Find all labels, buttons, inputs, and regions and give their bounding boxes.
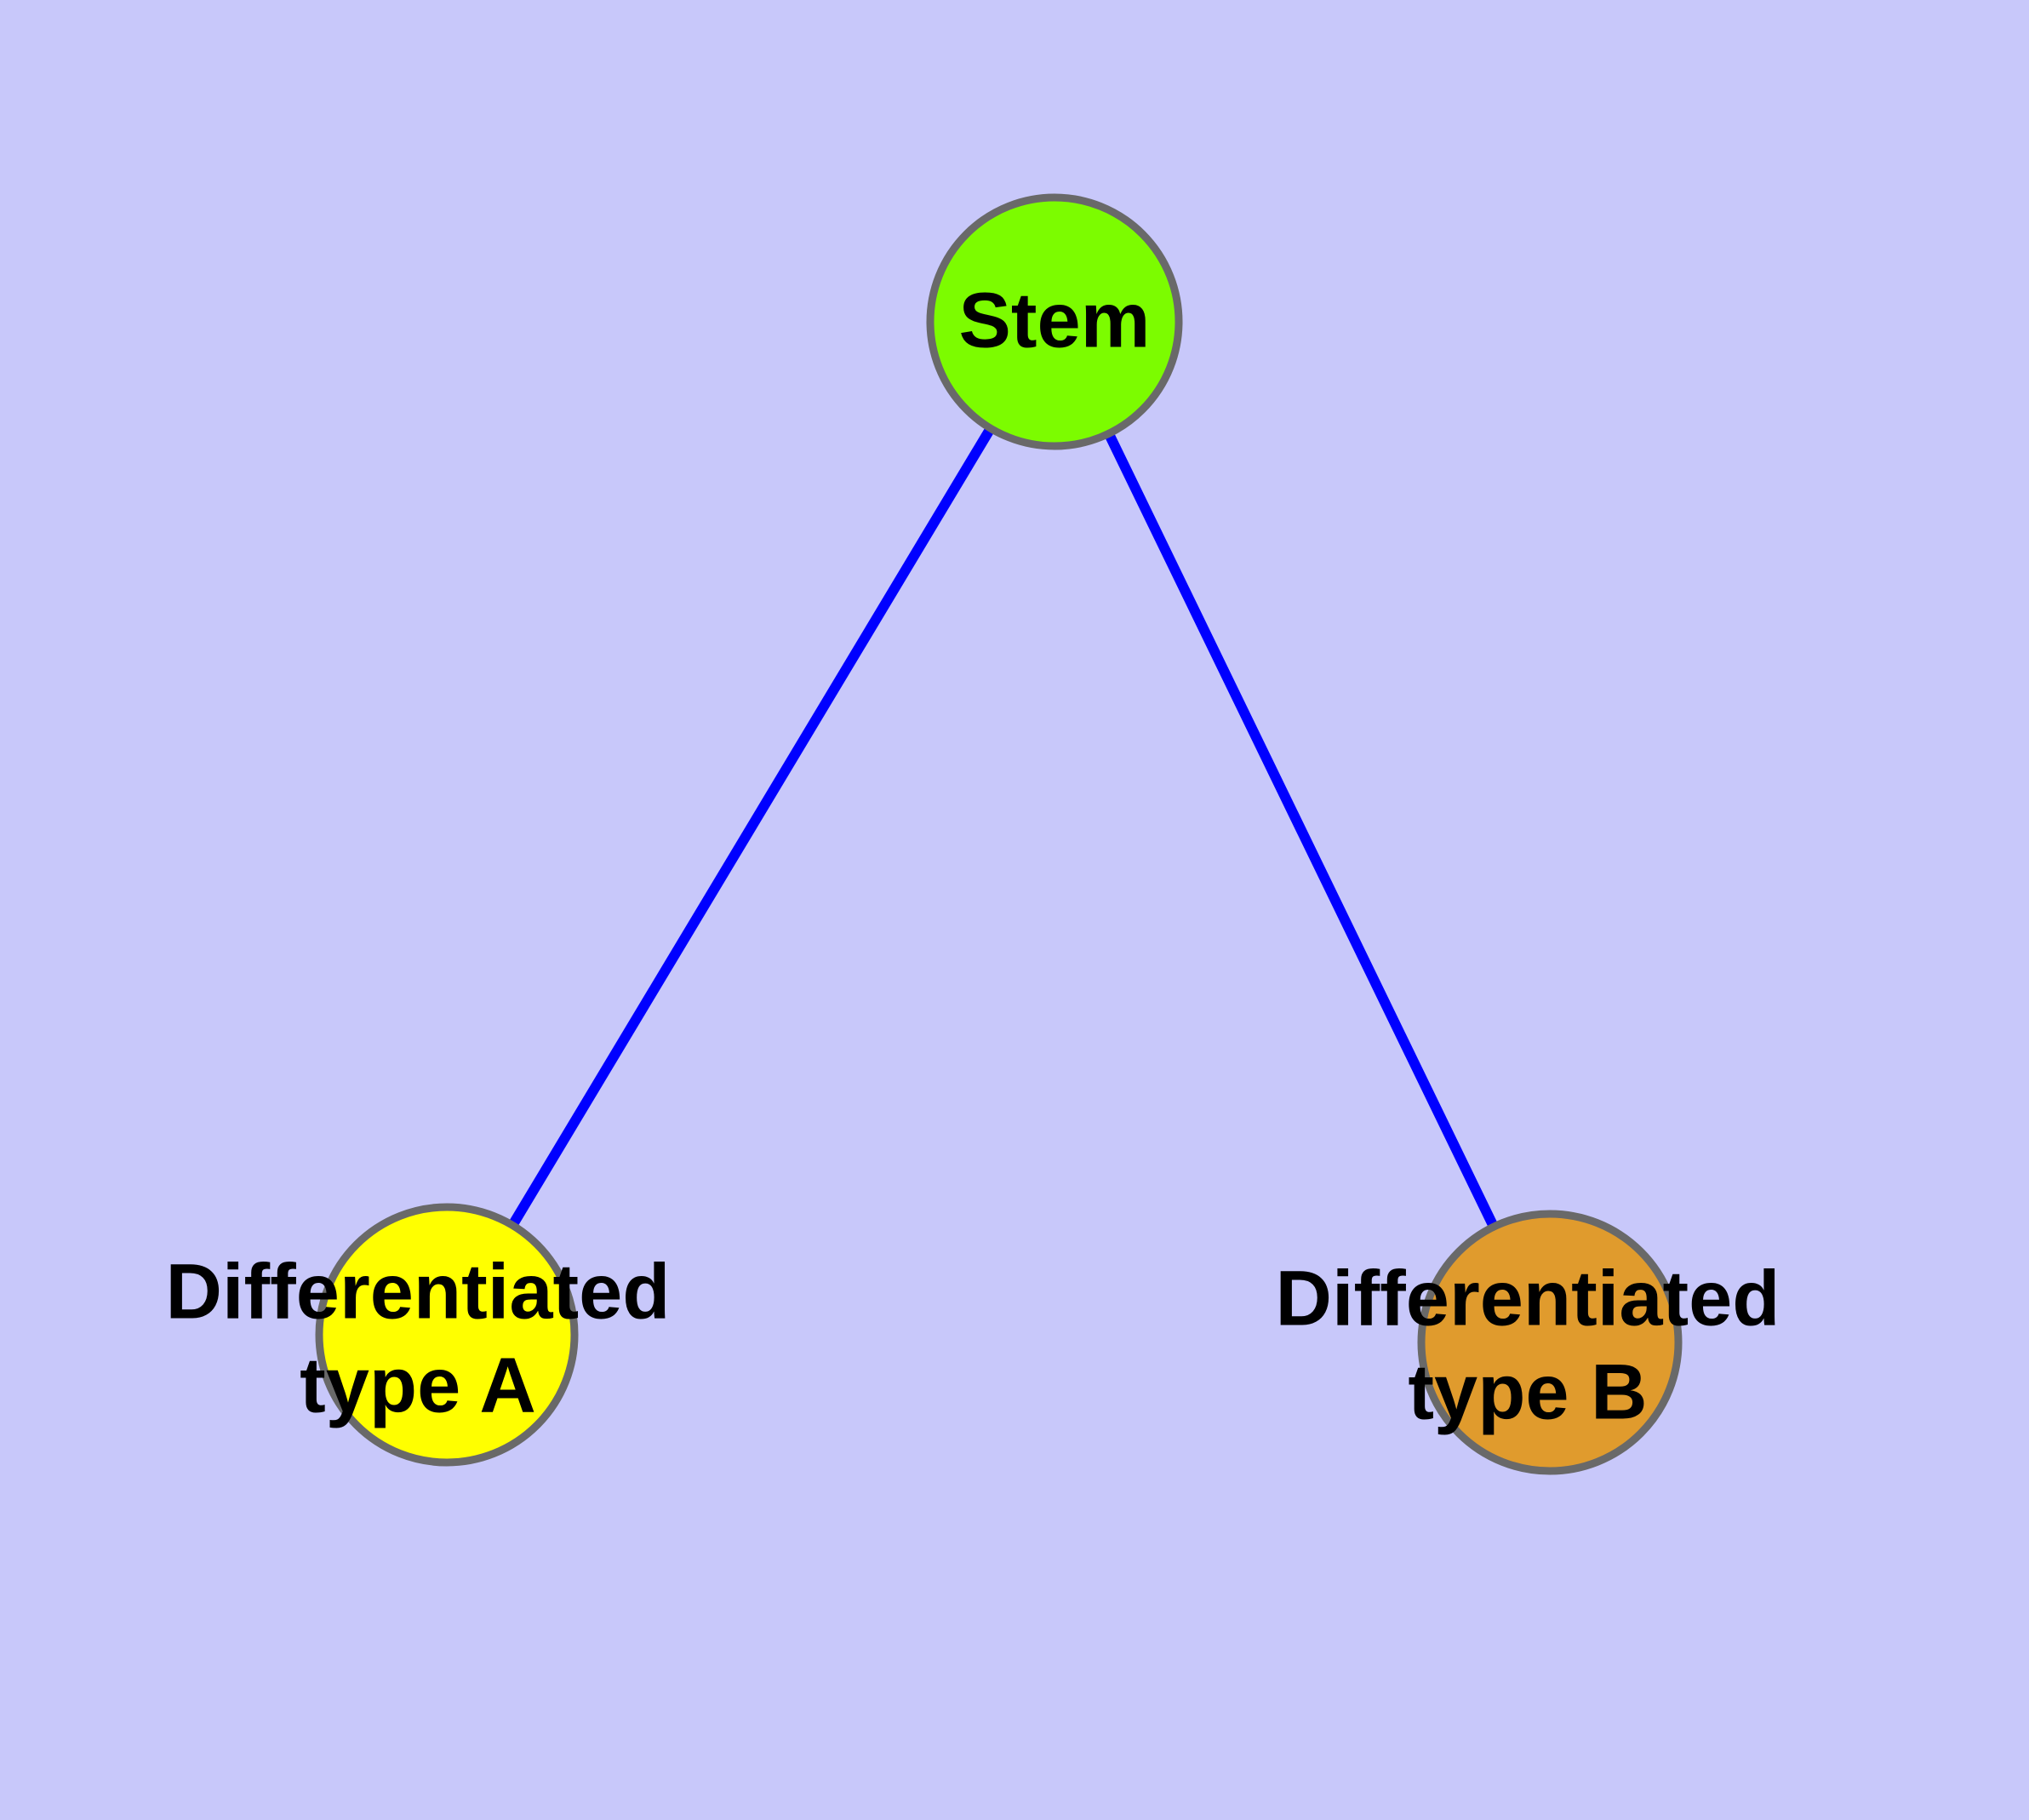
node-label-diff-a-line1: Differentiated xyxy=(166,1248,671,1335)
node-group xyxy=(315,193,1683,1475)
edge-stem-to-differentiated-type-b[interactable] xyxy=(1104,432,1499,1228)
edge-stem-to-differentiated-type-a[interactable] xyxy=(508,426,995,1228)
node-circle-diff-b[interactable] xyxy=(1417,1210,1683,1475)
node-label-diff-a-line2: type A xyxy=(300,1342,536,1428)
node-circle-stem[interactable] xyxy=(926,193,1183,450)
node-label-diff-b-line1: Differentiated xyxy=(1276,1255,1780,1342)
node-label-stem: Stem xyxy=(959,277,1151,363)
node-circle-diff-a[interactable] xyxy=(315,1203,579,1467)
node-label-diff-b-line2: type B xyxy=(1408,1348,1647,1435)
node-label-group: Stem Differentiated type A Differentiate… xyxy=(166,277,1780,1435)
edge-group xyxy=(508,426,1499,1228)
